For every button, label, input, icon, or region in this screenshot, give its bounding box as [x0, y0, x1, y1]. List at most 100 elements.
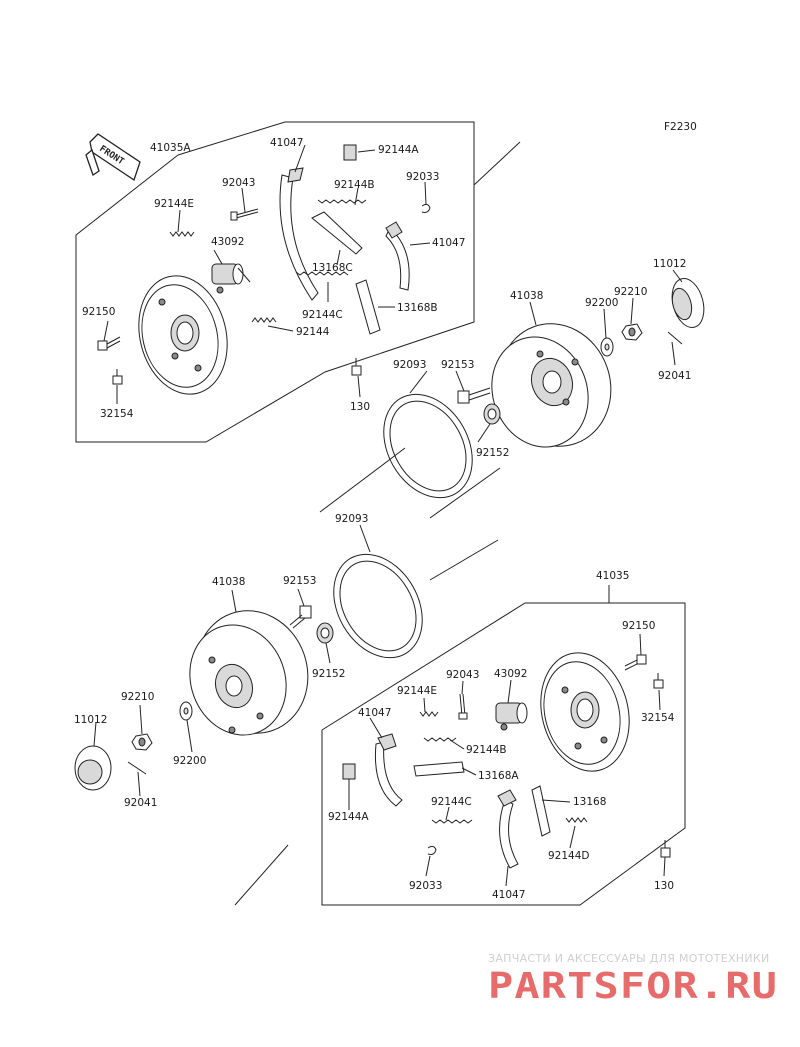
washer-92200-lower	[179, 701, 193, 721]
lower-assembly: 41035 92150 43092 92043 92144E 32154 410…	[321, 570, 686, 906]
label-92144C-upper: 92144C	[302, 309, 343, 321]
label-92144B-upper: 92144B	[334, 179, 375, 191]
upper-leaders	[103, 144, 431, 404]
bolt-92153-upper	[457, 387, 491, 404]
spring-92144C-lower	[431, 819, 473, 824]
label-92144B-lower: 92144B	[466, 744, 507, 756]
lever-13168B	[355, 279, 381, 335]
cap-11012-lower	[74, 745, 112, 791]
lever-13168	[531, 785, 551, 837]
wheel-cylinder-43092	[211, 263, 251, 294]
label-92093-upper: 92093	[393, 359, 426, 371]
spring-92144D	[565, 817, 588, 823]
spring-92144E	[169, 231, 195, 237]
washer-92200-upper	[600, 337, 614, 357]
bolt-92150-lower	[624, 654, 647, 671]
label-92043-upper: 92043	[222, 177, 255, 189]
spring-92144B	[317, 199, 367, 204]
label-32154-lower: 32154	[641, 712, 675, 724]
upper-frame	[75, 121, 475, 443]
label-13168C: 13168C	[312, 262, 353, 274]
label-92033-lower: 92033	[409, 880, 442, 892]
pin-92033-lower	[427, 845, 437, 855]
lower-drum-group: 92093 41038 92153 92152 92210 11012 9220…	[74, 513, 499, 906]
pin-92041-lower	[127, 761, 147, 775]
spring-92144E-lower	[419, 711, 439, 717]
label-92200-lower: 92200	[173, 755, 206, 767]
lower-frame	[321, 602, 686, 906]
label-130-upper: 130	[350, 401, 370, 413]
bolt-92153-lower	[289, 605, 312, 629]
label-92210-lower: 92210	[121, 691, 154, 703]
upper-assembly: 41035A 41047 92144A 92043 92144B 92033 9…	[75, 121, 521, 443]
label-11012-upper: 11012	[653, 258, 686, 270]
label-92033-upper: 92033	[406, 171, 439, 183]
brake-drum-41038-upper	[491, 323, 612, 448]
brake-drum-41038-lower	[189, 610, 309, 736]
label-92041-lower: 92041	[124, 797, 157, 809]
label-43092-upper: 43092	[211, 236, 244, 248]
watermark: ЗАПЧАСТИ И АКСЕССУАРЫ ДЛЯ МОТОТЕХНИКИ PA…	[488, 952, 778, 1007]
label-41035A: 41035A	[150, 142, 191, 154]
bolt-130-upper	[351, 358, 362, 376]
seal-92152-lower	[316, 622, 334, 644]
cap-11012-upper	[671, 278, 705, 328]
label-13168A: 13168A	[478, 770, 519, 782]
brake-shoe-41047-lower-right	[499, 799, 519, 869]
screw-92043	[230, 208, 259, 221]
label-92144E-lower: 92144E	[397, 685, 437, 697]
label-130-lower: 130	[654, 880, 674, 892]
nut-92210-upper	[621, 323, 643, 341]
backing-plate-41035A	[138, 275, 228, 395]
upper-frame-cut	[473, 141, 521, 186]
label-92144A-lower: 92144A	[328, 811, 369, 823]
upper-drum-group: 92093 92153 41038 92200 92210 11012 9204…	[319, 258, 705, 519]
watermark-logo: PARTSFOR.RU	[488, 966, 778, 1007]
label-92093-lower: 92093	[335, 513, 368, 525]
label-13168B: 13168B	[397, 302, 438, 314]
label-32154-upper: 32154	[100, 408, 134, 420]
label-92152-lower: 92152	[312, 668, 345, 680]
bolt-130-lower	[660, 840, 671, 858]
label-92041-upper: 92041	[658, 370, 691, 382]
lower-leaders	[348, 633, 666, 887]
spring-92144C	[295, 271, 349, 276]
pin-92041-upper	[667, 331, 683, 345]
brake-shoe-41047-right	[385, 227, 410, 291]
lever-13168C	[311, 211, 363, 255]
label-11012-lower: 11012	[74, 714, 107, 726]
seal-92152-upper	[483, 403, 501, 425]
label-92144E-upper: 92144E	[154, 198, 194, 210]
label-13168: 13168	[573, 796, 606, 808]
wheel-cylinder-43092-lower	[495, 702, 528, 731]
lever-13168A	[413, 761, 465, 777]
brake-shoe-41047-upper	[279, 174, 319, 301]
label-92150-upper: 92150	[82, 306, 115, 318]
label-43092-lower: 43092	[494, 668, 527, 680]
bleeder-32154	[112, 369, 123, 385]
label-92153-upper: 92153	[441, 359, 474, 371]
watermark-tagline: ЗАПЧАСТИ И АКСЕССУАРЫ ДЛЯ МОТОТЕХНИКИ	[488, 952, 770, 965]
pin-92033	[421, 203, 431, 213]
label-41047-lower-right: 41047	[492, 889, 525, 901]
label-41047-upper-right: 41047	[432, 237, 465, 249]
o-ring-92093-upper	[383, 393, 473, 499]
label-92144: 92144	[296, 326, 330, 338]
label-92144A-upper: 92144A	[378, 144, 419, 156]
label-41047-lower: 41047	[358, 707, 391, 719]
label-41038-upper: 41038	[510, 290, 543, 302]
clip-92144A-lower	[342, 763, 356, 780]
figure-code: F2230	[664, 121, 697, 133]
label-92153-lower: 92153	[283, 575, 316, 587]
label-92152-upper: 92152	[476, 447, 509, 459]
spring-92144	[251, 317, 277, 323]
label-92144C-lower: 92144C	[431, 796, 472, 808]
front-arrow-icon: FRONT	[85, 133, 141, 182]
label-92144D: 92144D	[548, 850, 590, 862]
label-92043-lower: 92043	[446, 669, 479, 681]
label-92200-upper: 92200	[585, 297, 618, 309]
bleeder-32154-lower	[653, 673, 664, 689]
o-ring-92093-lower	[333, 553, 423, 659]
nut-92210-lower	[131, 733, 153, 751]
